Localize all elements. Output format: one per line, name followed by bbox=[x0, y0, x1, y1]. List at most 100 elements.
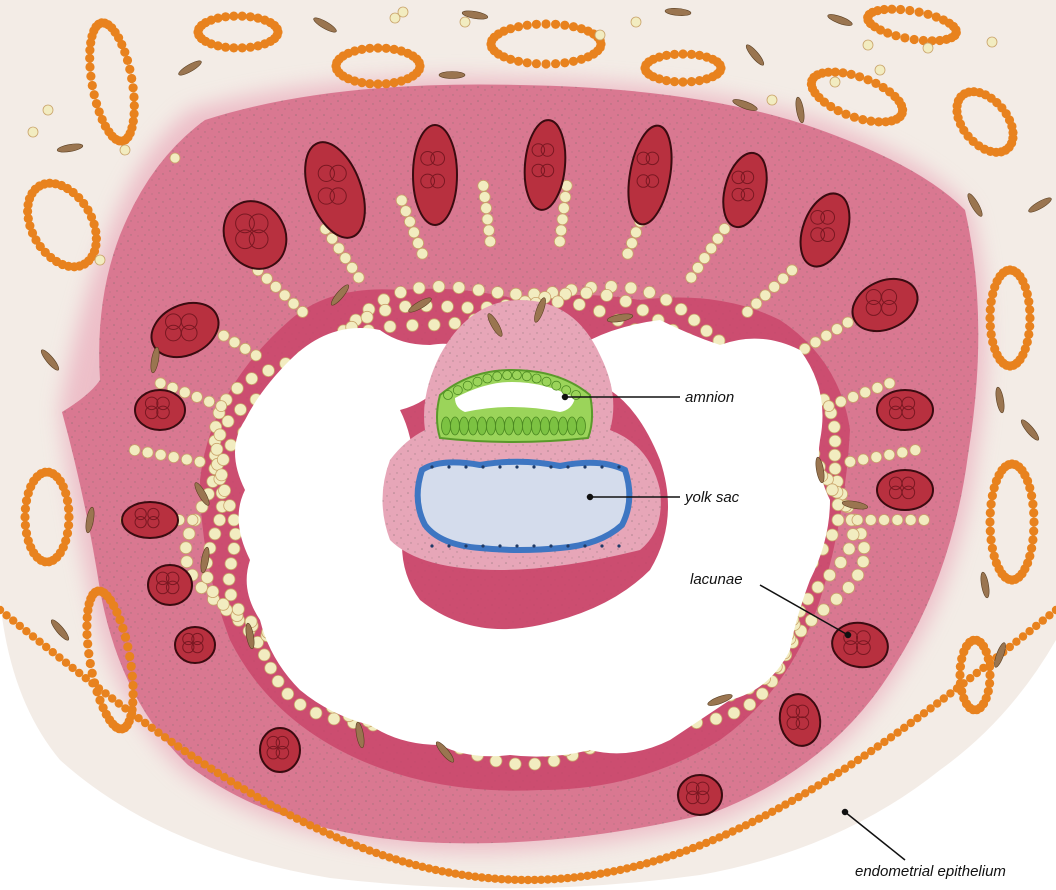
yolk-sac-cell bbox=[532, 544, 535, 547]
gland-cell bbox=[898, 105, 907, 114]
yolk-sac-cell bbox=[566, 465, 569, 468]
cytotrophoblast-cell bbox=[231, 382, 243, 394]
cytotrophoblast-cell bbox=[744, 699, 756, 711]
cytotrophoblast-cell bbox=[637, 304, 649, 316]
cytotrophoblast-cell bbox=[879, 515, 890, 526]
cytotrophoblast-cell bbox=[843, 582, 855, 594]
cytotrophoblast-cell bbox=[823, 401, 834, 412]
stromal-cell bbox=[439, 72, 465, 79]
gland-cell bbox=[382, 79, 391, 88]
lacuna bbox=[122, 502, 178, 538]
cytotrophoblast-cell bbox=[897, 447, 908, 458]
gland-cell bbox=[382, 44, 391, 53]
cytotrophoblast-cell bbox=[353, 272, 364, 283]
cytotrophoblast-cell bbox=[865, 515, 876, 526]
cytotrophoblast-cell bbox=[333, 243, 344, 254]
cytotrophoblast-cell bbox=[222, 415, 234, 427]
cytotrophoblast-cell bbox=[142, 447, 153, 458]
cytotrophoblast-cell bbox=[548, 755, 560, 767]
cytotrophoblast-cell bbox=[699, 253, 710, 264]
cytotrophoblast-cell bbox=[631, 227, 642, 238]
cytotrophoblast-cell bbox=[155, 378, 166, 389]
gland-cell bbox=[990, 552, 999, 561]
cytotrophoblast-cell bbox=[155, 449, 166, 460]
cytotrophoblast-cell bbox=[919, 515, 930, 526]
gland-cell bbox=[569, 57, 578, 66]
gland-cell bbox=[123, 56, 132, 65]
cytotrophoblast-cell bbox=[272, 675, 284, 687]
amnion-cell bbox=[478, 417, 487, 435]
gland-cell bbox=[987, 500, 996, 509]
gland-cell bbox=[678, 77, 687, 86]
cytotrophoblast-cell bbox=[686, 272, 697, 283]
yolk-sac-cell bbox=[583, 544, 586, 547]
yolk-sac-cell bbox=[464, 544, 467, 547]
gland-cell bbox=[129, 690, 138, 699]
cytotrophoblast-cell bbox=[560, 192, 571, 203]
cytotrophoblast-cell bbox=[626, 238, 637, 249]
cytotrophoblast-cell bbox=[262, 365, 274, 377]
amnion-cell bbox=[487, 417, 496, 435]
cytotrophoblast-cell bbox=[843, 543, 855, 555]
gland-cell bbox=[229, 43, 238, 52]
cytotrophoblast-cell bbox=[340, 253, 351, 264]
gland-cell bbox=[20, 512, 29, 521]
cytotrophoblast-cell bbox=[168, 452, 179, 463]
cytotrophoblast-cell bbox=[742, 306, 753, 317]
cytotrophoblast-cell bbox=[216, 469, 228, 481]
gland-cell bbox=[79, 199, 88, 208]
cytotrophoblast-cell bbox=[728, 707, 740, 719]
gland-cell bbox=[86, 659, 95, 668]
gland-cell bbox=[86, 72, 95, 81]
gland-cell bbox=[985, 517, 994, 526]
cytotrophoblast-cell bbox=[829, 435, 841, 447]
gland-cell bbox=[82, 630, 91, 639]
cytotrophoblast-cell bbox=[384, 321, 396, 333]
gland-cell bbox=[670, 77, 679, 86]
gland-cell bbox=[118, 624, 127, 633]
gland-cell bbox=[64, 512, 73, 521]
gland-cell bbox=[1025, 322, 1034, 331]
gland-cell bbox=[523, 58, 532, 67]
gland-cell bbox=[891, 31, 900, 40]
yolk-sac-cell bbox=[464, 465, 467, 468]
cytotrophoblast-cell bbox=[622, 248, 633, 259]
cytotrophoblast-cell bbox=[835, 396, 846, 407]
gland-cell bbox=[1024, 330, 1033, 339]
cytotrophoblast-cell bbox=[428, 319, 440, 331]
cytotrophoblast-cell bbox=[479, 192, 490, 203]
cytotrophoblast-cell bbox=[395, 286, 407, 298]
gland-cell bbox=[1025, 305, 1034, 314]
cytotrophoblast-cell bbox=[860, 387, 871, 398]
gland-cell bbox=[955, 670, 964, 679]
cytotrophoblast-cell bbox=[181, 454, 192, 465]
cytotrophoblast-cell bbox=[829, 463, 841, 475]
gland-cell bbox=[951, 25, 960, 34]
gland-cell bbox=[985, 679, 994, 688]
gland-cell bbox=[238, 12, 247, 21]
epithelium-cell bbox=[55, 653, 63, 661]
cytotrophoblast-cell bbox=[884, 449, 895, 460]
decidual-cell bbox=[767, 95, 777, 105]
amnion-cell bbox=[444, 391, 453, 400]
cytotrophoblast-cell bbox=[760, 290, 771, 301]
amnion-cell bbox=[496, 417, 505, 435]
amnion-cell bbox=[514, 417, 523, 435]
cytotrophoblast-cell bbox=[207, 586, 219, 598]
label-lacunae: lacunae bbox=[690, 571, 743, 588]
epithelium-cell bbox=[101, 689, 109, 697]
cytotrophoblast-cell bbox=[905, 515, 916, 526]
gland-cell bbox=[985, 313, 994, 322]
cytotrophoblast-cell bbox=[625, 282, 637, 294]
cytotrophoblast-cell bbox=[409, 227, 420, 238]
yolk-sac-cell bbox=[566, 544, 569, 547]
gland-cell bbox=[858, 115, 867, 124]
amnion-cell bbox=[562, 386, 571, 395]
gland-cell bbox=[130, 101, 139, 110]
gland-cell bbox=[987, 535, 996, 544]
yolk-sac-cell bbox=[447, 544, 450, 547]
cytotrophoblast-cell bbox=[216, 401, 227, 412]
cytotrophoblast-cell bbox=[712, 233, 723, 244]
cytotrophoblast-cell bbox=[706, 243, 717, 254]
